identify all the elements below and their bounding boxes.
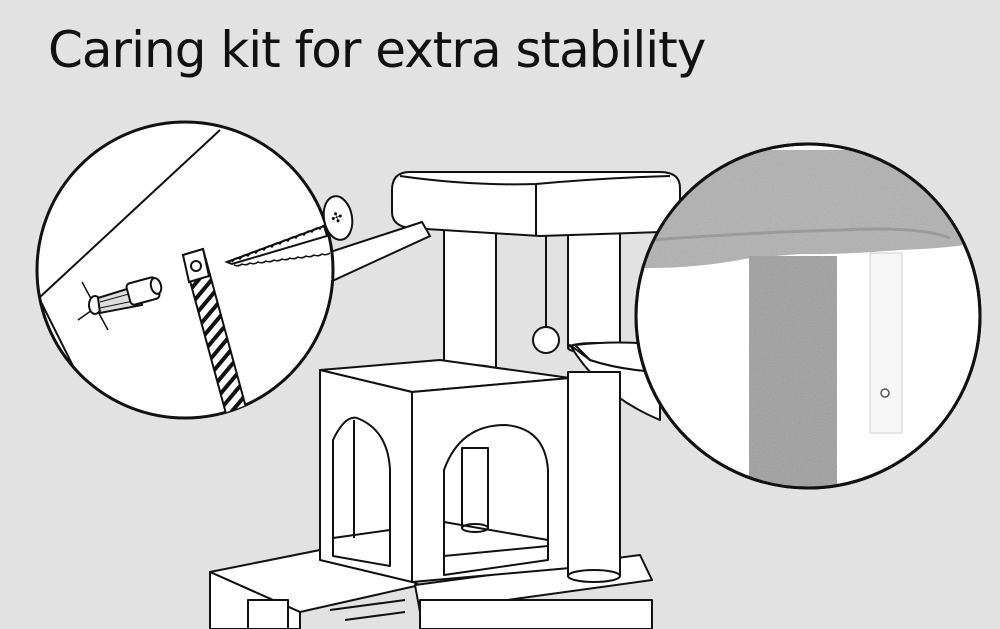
cat-tree bbox=[209, 171, 681, 629]
screw-icon bbox=[224, 224, 331, 267]
plush-post-detail-callout bbox=[634, 142, 982, 490]
headline: Caring kit for extra stability bbox=[48, 21, 706, 79]
svg-text:✣: ✣ bbox=[326, 209, 345, 226]
wall-anchor-icon bbox=[77, 276, 163, 331]
